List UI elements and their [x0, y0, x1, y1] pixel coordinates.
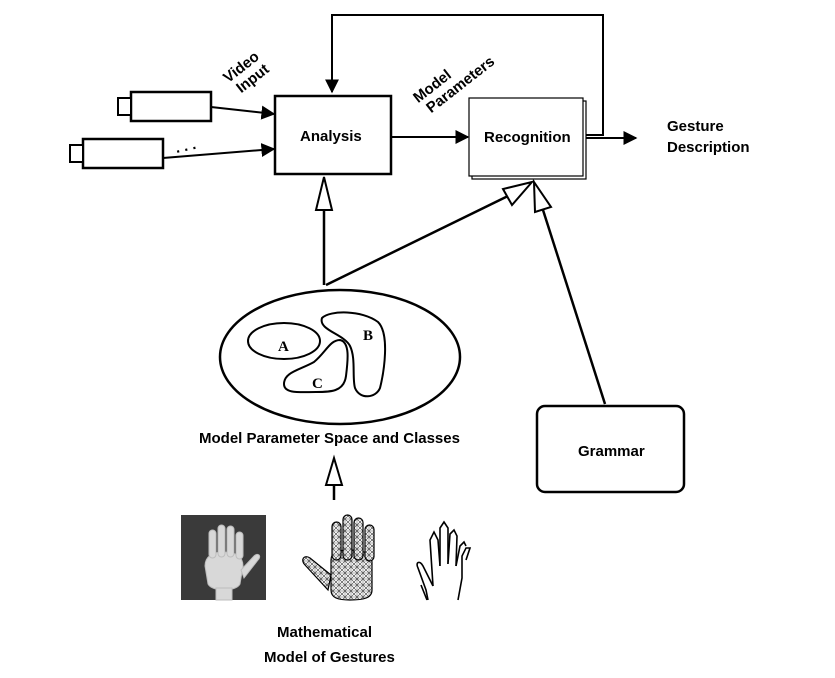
space-to-recognition-arrow	[325, 194, 509, 287]
description-label: Description	[667, 139, 750, 156]
class-b-region	[320, 311, 387, 398]
mathematical-label: Mathematical	[277, 624, 372, 641]
grammar-to-recognition-arrowhead	[532, 178, 553, 214]
analysis-box	[273, 94, 393, 176]
recognition-label: Recognition	[484, 129, 571, 146]
gesture-label: Gesture	[667, 118, 724, 135]
space-to-recognition-arrowhead	[501, 180, 535, 207]
camera-2-arrow	[162, 143, 276, 159]
space-to-analysis-arrowhead	[314, 176, 334, 211]
camera-1-icon	[117, 90, 213, 123]
class-a-region	[247, 322, 321, 360]
line-hand-image	[416, 520, 472, 601]
video-input-label: Video Input	[220, 48, 272, 97]
model-of-gestures-label: Model of Gestures	[264, 649, 395, 666]
model-space-caption: Model Parameter Space and Classes	[199, 430, 460, 447]
grammar-label: Grammar	[578, 443, 645, 460]
class-c-label: C	[312, 376, 323, 392]
grammar-to-recognition-arrow	[541, 209, 607, 405]
class-b-label: B	[363, 328, 373, 344]
camera-2-icon	[69, 137, 165, 170]
mesh-hand-image	[302, 514, 375, 601]
analysis-label: Analysis	[300, 128, 362, 145]
camera-1-arrow	[210, 105, 276, 120]
class-a-label: A	[278, 339, 289, 355]
grammar-box	[535, 404, 686, 494]
gestures-to-space-arrowhead	[324, 454, 344, 486]
class-c-region	[282, 338, 349, 394]
camera-ellipsis: . . .	[174, 136, 198, 157]
feedback-loop-arrow	[325, 14, 604, 136]
photo-hand-image	[181, 515, 266, 601]
recognition-box	[468, 97, 584, 177]
